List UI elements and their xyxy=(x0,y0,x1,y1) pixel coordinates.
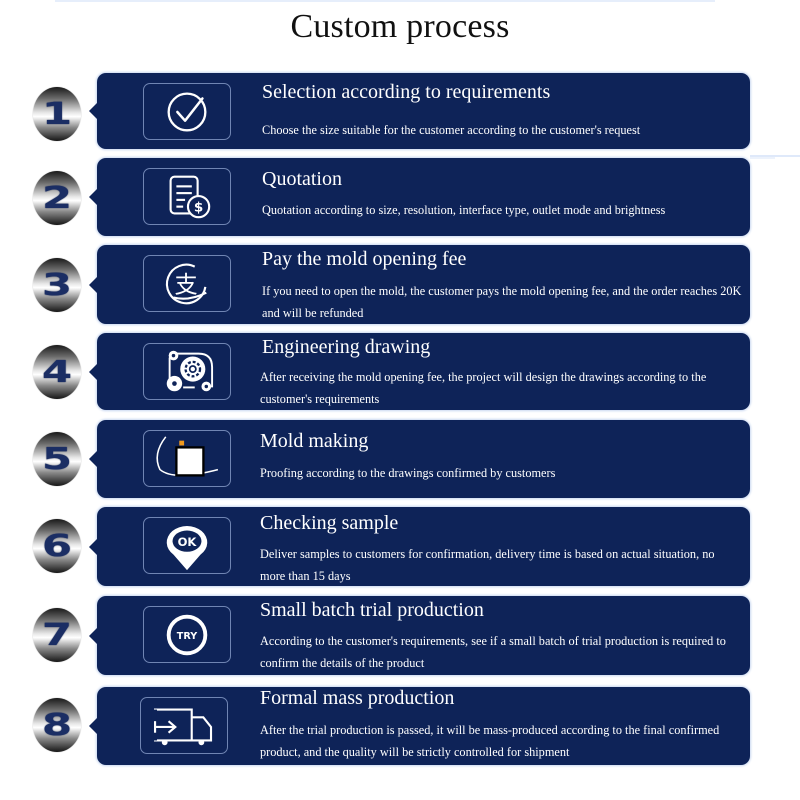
step-description: If you need to open the mold, the custom… xyxy=(262,284,742,320)
step-card: Selection according to requirements Choo… xyxy=(89,73,750,149)
ok-label: OK xyxy=(178,535,198,549)
step-number-badge: 5 xyxy=(33,432,81,486)
zhi-glyph: 支 xyxy=(174,273,197,299)
step-card: Formal mass production After the trial p… xyxy=(89,687,750,765)
try-circle-icon: TRY xyxy=(143,606,231,663)
step-title: Small batch trial production xyxy=(260,599,484,621)
step-number-badge: 6 xyxy=(33,519,81,573)
step-number-badge: 4 xyxy=(33,345,81,399)
step-description: After the trial production is passed, it… xyxy=(260,723,720,759)
payment-zhi-icon: 支 xyxy=(143,255,231,312)
card-pointer xyxy=(89,102,98,120)
step-description: Proofing according to the drawings confi… xyxy=(260,466,556,480)
card-pointer xyxy=(89,626,98,645)
step-description: Quotation according to size, resolution,… xyxy=(262,203,666,217)
svg-text:$: $ xyxy=(194,199,203,215)
step-title: Checking sample xyxy=(260,512,399,534)
card-pointer xyxy=(89,537,98,556)
check-circle-icon xyxy=(143,83,231,140)
card-pointer xyxy=(89,717,98,735)
step-number-badge: 3 xyxy=(33,258,81,312)
decorative-line xyxy=(750,157,775,159)
step-number-badge: 8 xyxy=(33,698,81,752)
step-number-badge: 1 xyxy=(33,87,81,141)
step-number: 5 xyxy=(41,441,73,477)
ok-pin-icon: OK xyxy=(143,517,231,574)
quotation-document-dollar-icon: $ xyxy=(143,168,231,225)
try-label: TRY xyxy=(177,631,198,642)
step-title: Quotation xyxy=(262,168,342,190)
step-number-badge: 7 xyxy=(33,608,81,662)
step-card: TRY Small batch trial production Accordi… xyxy=(89,596,750,675)
page-title: Custom process xyxy=(290,8,510,45)
step-card: OK Checking sample Deliver samples to cu… xyxy=(89,507,750,586)
step-card: $ Quotation Quotation according to size,… xyxy=(89,158,750,236)
step-number: 7 xyxy=(41,617,73,653)
step-description: Deliver samples to customers for confirm… xyxy=(260,547,715,583)
step-number: 4 xyxy=(41,354,73,390)
card-pointer xyxy=(89,188,98,206)
step-number: 8 xyxy=(41,707,73,743)
card-pointer xyxy=(89,275,98,294)
step-title: Mold making xyxy=(260,430,369,452)
decorative-line xyxy=(750,155,800,157)
step-number: 3 xyxy=(41,267,73,303)
step-number: 2 xyxy=(41,180,73,216)
step-card: Engineering drawing After receiving the … xyxy=(89,333,750,410)
top-divider xyxy=(55,0,715,2)
mold-square-orbit-icon xyxy=(143,430,231,487)
step-title: Engineering drawing xyxy=(262,336,431,358)
step-description: According to the customer's requirements… xyxy=(260,634,726,670)
card-pointer xyxy=(89,450,98,468)
step-number: 1 xyxy=(41,96,73,132)
step-title: Formal mass production xyxy=(260,687,455,709)
engineering-gear-film-icon xyxy=(143,343,231,400)
step-number-badge: 2 xyxy=(33,171,81,225)
step-description: After receiving the mold opening fee, th… xyxy=(260,370,707,406)
delivery-truck-icon xyxy=(140,697,228,754)
step-description: Choose the size suitable for the custome… xyxy=(262,123,641,137)
step-card: Mold making Proofing according to the dr… xyxy=(89,420,750,498)
step-card: 支 Pay the mold opening fee If you need t… xyxy=(89,245,750,324)
step-title: Selection according to requirements xyxy=(262,81,551,103)
step-title: Pay the mold opening fee xyxy=(262,248,467,270)
step-number: 6 xyxy=(41,528,73,564)
card-pointer xyxy=(89,362,98,381)
